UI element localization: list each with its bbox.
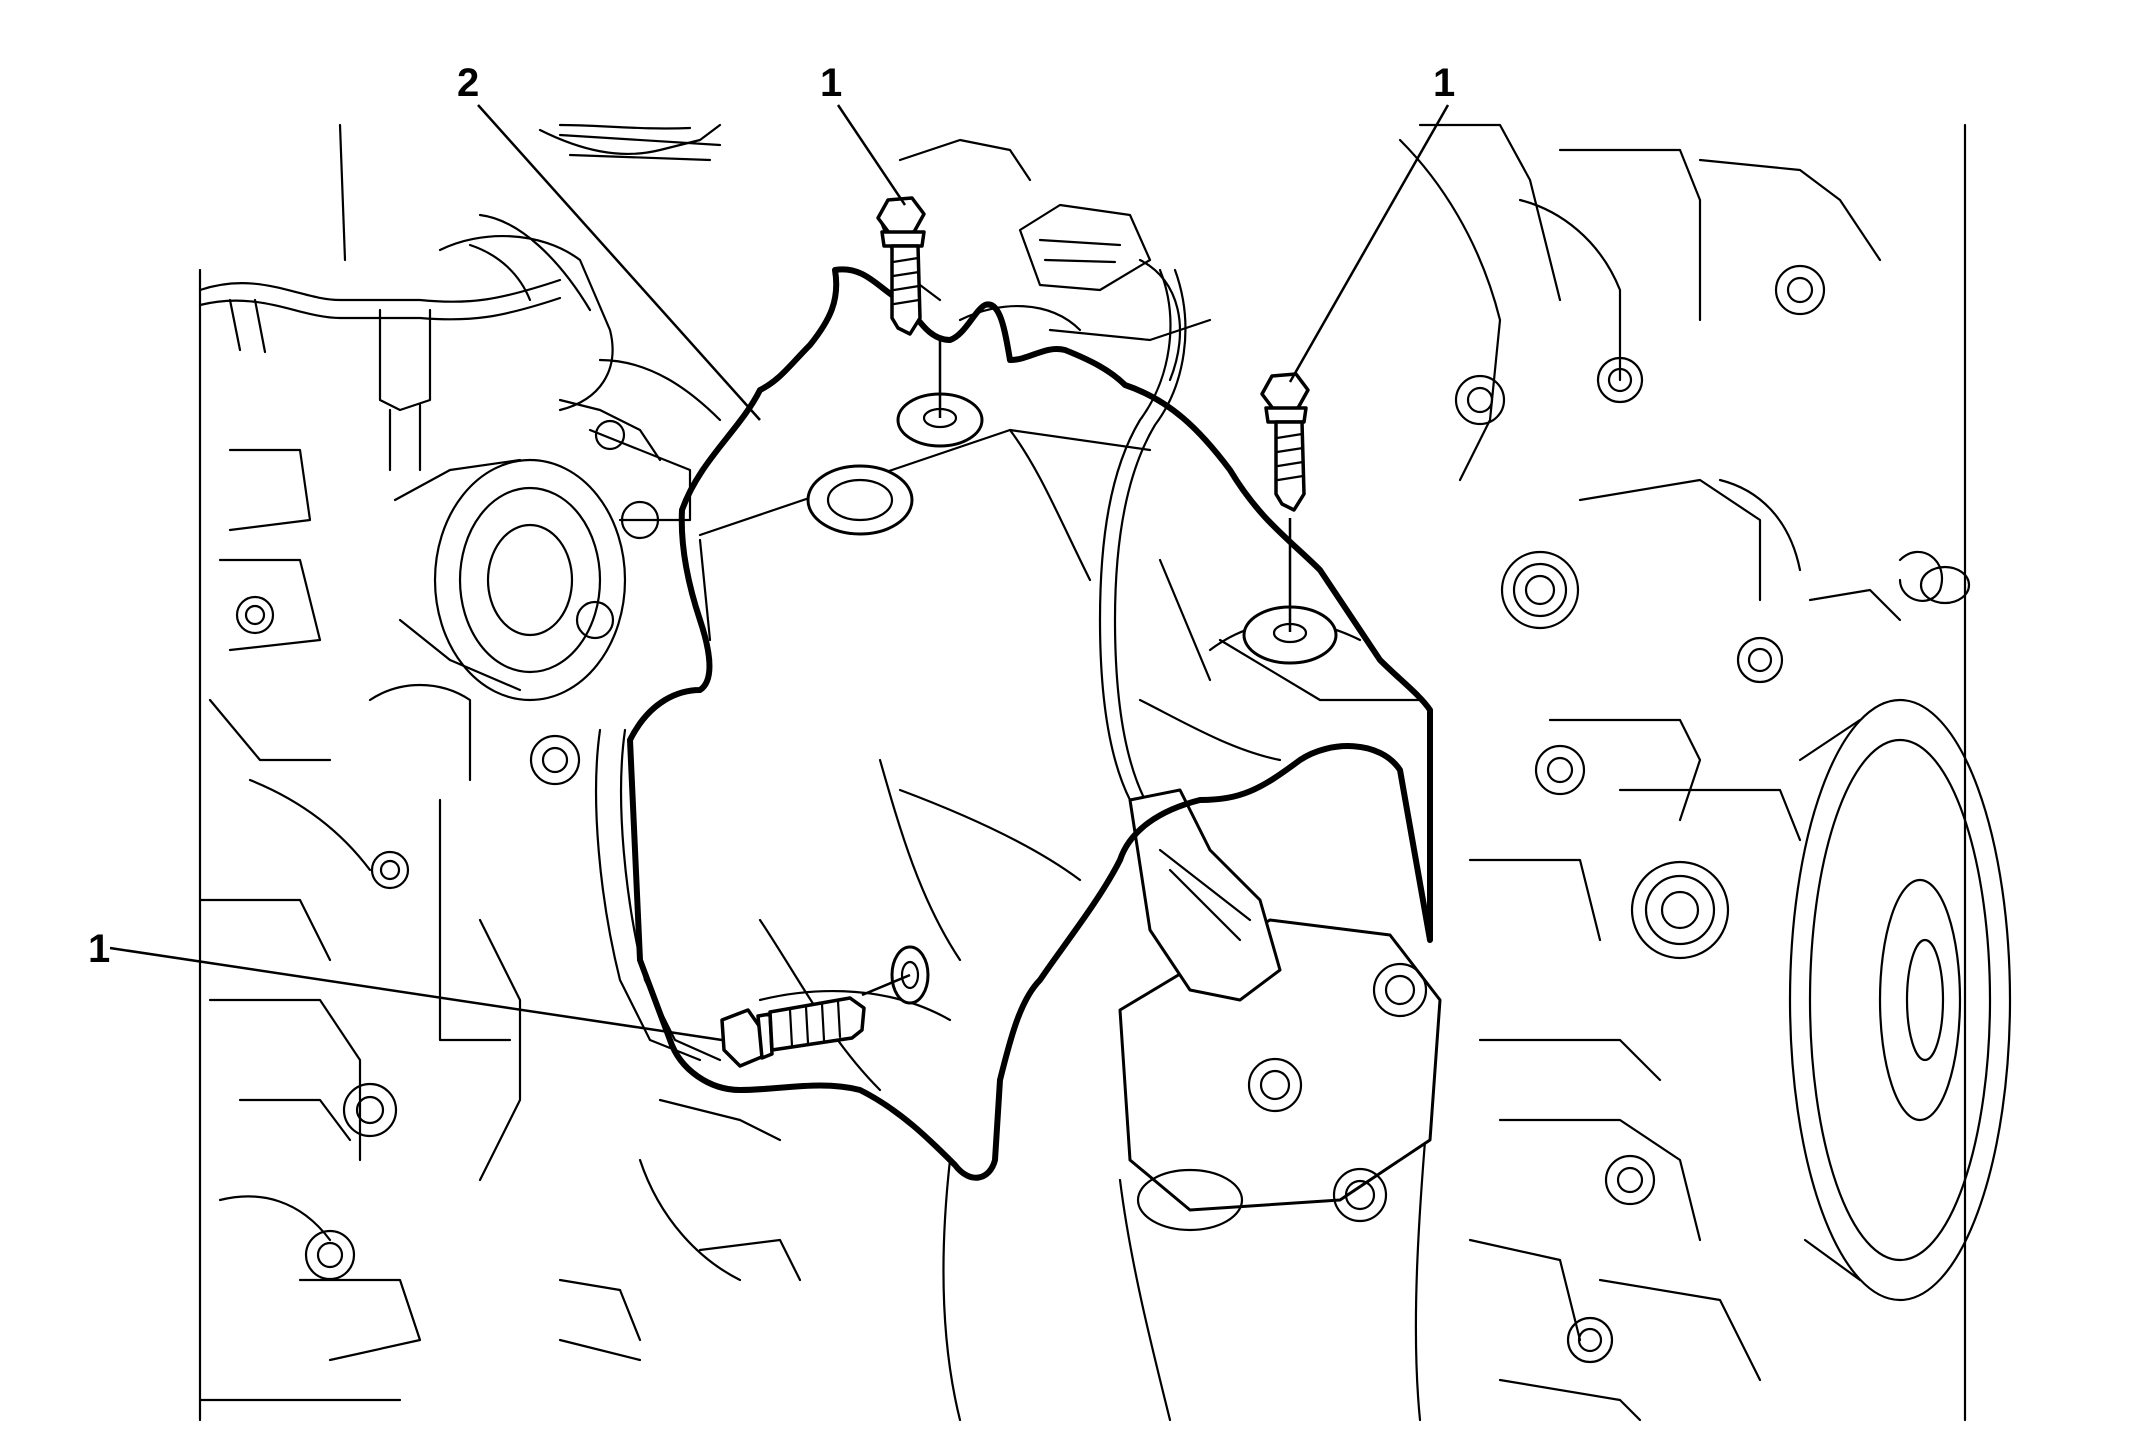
callout-label-bolt-top-right: 1	[1433, 61, 1455, 105]
bolt-left	[720, 973, 911, 1068]
callout-label-bolt-left: 1	[88, 927, 110, 971]
callout-label-bolt-top-left: 1	[820, 61, 842, 105]
oxygen-sensor	[1098, 268, 1282, 1002]
engine-background-lines	[198, 123, 2012, 1422]
bolt-top-left	[876, 196, 942, 418]
callout-label-heat-shield: 2	[457, 61, 479, 105]
bolt-top-right	[1260, 372, 1310, 632]
catalytic-converter	[942, 918, 1442, 1422]
callout-leaders	[109, 104, 1450, 1042]
